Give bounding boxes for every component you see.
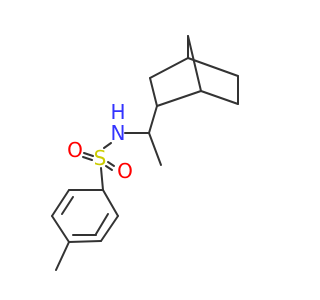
molecule-structure-diagram: N H S O O bbox=[51, 35, 239, 271]
bond-s-ring bbox=[100, 167, 104, 191]
bond-c1-c2 bbox=[156, 90, 202, 107]
norbornyl-group bbox=[149, 35, 239, 107]
bond-c7-c1-bridge bbox=[187, 35, 202, 92]
bond-c4-c5 bbox=[187, 57, 239, 77]
bond-c2-c3 bbox=[149, 77, 158, 107]
bond-c2-ch bbox=[148, 105, 158, 134]
bond-n-s bbox=[103, 142, 112, 149]
bond-ring-4-5 bbox=[51, 215, 70, 243]
oxygen-right-symbol: O bbox=[117, 159, 133, 183]
nitrogen-symbol: N bbox=[111, 121, 126, 145]
bond-ring-2-3 bbox=[100, 215, 119, 242]
bond-ring-1-2 bbox=[102, 189, 119, 217]
oxygen-left-symbol: O bbox=[67, 138, 83, 162]
bond-s-o-right-a bbox=[107, 161, 115, 167]
nitrogen-label: N H bbox=[110, 100, 125, 145]
bond-ring-5-6 bbox=[51, 189, 70, 217]
ethyl-linker bbox=[124, 105, 162, 166]
bond-ch-methyl bbox=[148, 132, 162, 166]
toluene-ring bbox=[51, 189, 119, 271]
bond-ring-inner-a bbox=[95, 213, 109, 235]
bond-s-o-left-a bbox=[83, 152, 94, 157]
sulfonamide-group bbox=[82, 142, 115, 191]
bond-ring-inner-b bbox=[61, 196, 74, 215]
bond-c6-c1 bbox=[200, 90, 239, 105]
bond-s-o-left-b bbox=[82, 156, 93, 161]
nitrogen-hydrogen: H bbox=[110, 100, 125, 124]
bond-ring-methyl bbox=[55, 241, 70, 271]
bond-c3-c4 bbox=[149, 57, 189, 79]
bond-ring-3-4 bbox=[68, 240, 102, 243]
atom-labels: N H S O O bbox=[67, 100, 133, 183]
bond-s-o-right-b bbox=[105, 165, 113, 171]
sulfur-symbol: S bbox=[94, 146, 107, 170]
